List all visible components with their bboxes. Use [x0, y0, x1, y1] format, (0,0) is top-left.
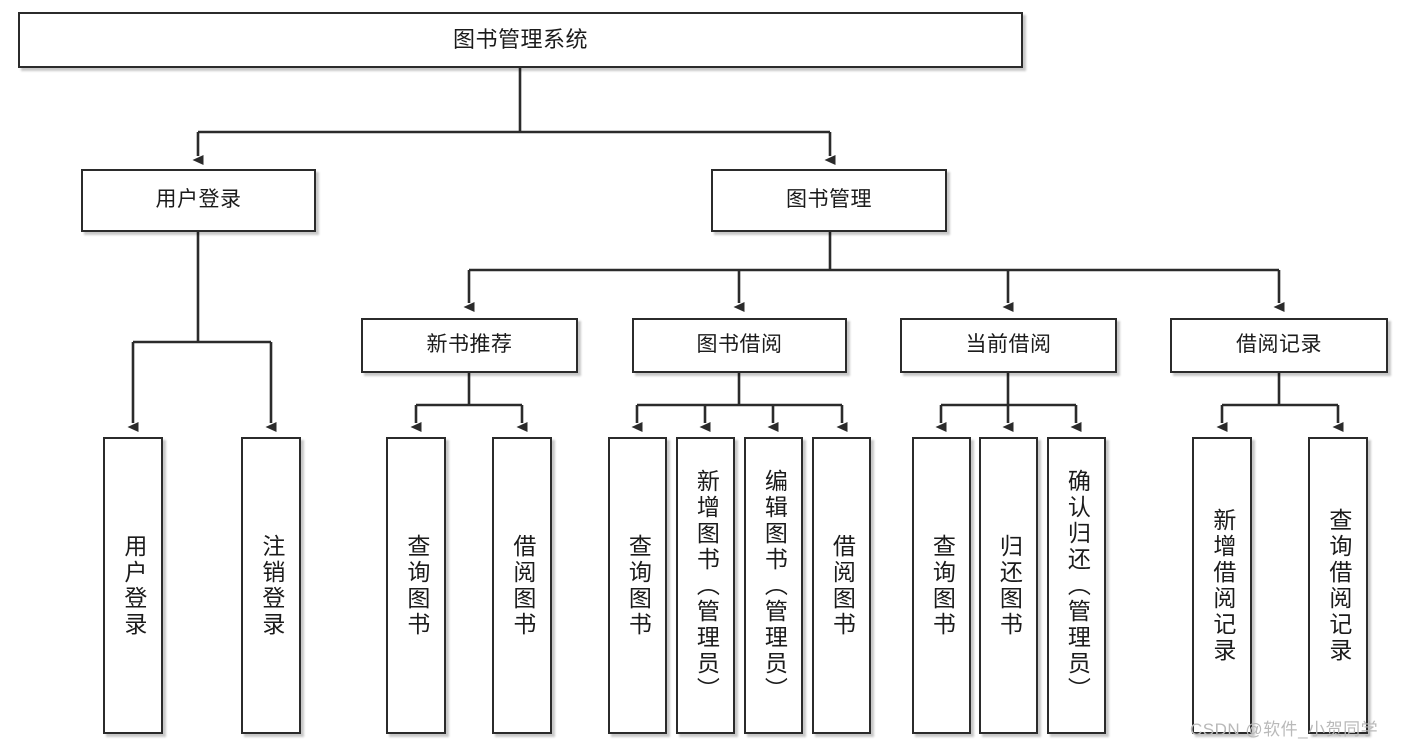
leaf-new-book-query[interactable]: 查询图书 [386, 437, 446, 734]
watermark: CSDN @软件_小贺同学 [1190, 720, 1379, 739]
node-book-management[interactable]: 图书管理 [711, 169, 947, 232]
node-label: 图书借阅 [696, 333, 783, 357]
node-label: 借阅记录 [1236, 333, 1322, 357]
node-label: 新增借阅记录 [1209, 507, 1236, 664]
node-label: 当前借阅 [965, 333, 1052, 357]
leaf-book-borrow-borrow[interactable]: 借阅图书 [812, 437, 871, 734]
leaf-book-borrow-edit[interactable]: 编辑图书（管理员） [744, 437, 803, 734]
node-label: 查询图书 [625, 533, 652, 638]
leaf-user-login[interactable]: 用户登录 [103, 437, 163, 734]
node-label: 查询借阅记录 [1325, 507, 1352, 664]
node-root-book-management-system[interactable]: 图书管理系统 [18, 12, 1023, 68]
node-label: 新书推荐 [426, 333, 513, 357]
node-label: 图书管理 [786, 188, 872, 212]
node-label: 编辑图书（管理员） [761, 468, 788, 703]
node-borrow-record[interactable]: 借阅记录 [1170, 318, 1388, 373]
leaf-current-borrow-return[interactable]: 归还图书 [979, 437, 1038, 734]
leaf-current-borrow-confirm[interactable]: 确认归还（管理员） [1047, 437, 1106, 734]
node-label: 图书管理系统 [452, 27, 588, 53]
node-user-login[interactable]: 用户登录 [81, 169, 316, 232]
node-label: 归还图书 [996, 533, 1023, 638]
leaf-logout[interactable]: 注销登录 [241, 437, 301, 734]
node-label: 借阅图书 [509, 533, 536, 638]
leaf-borrow-record-add[interactable]: 新增借阅记录 [1192, 437, 1252, 734]
node-label: 用户登录 [120, 533, 147, 638]
node-book-borrow[interactable]: 图书借阅 [632, 318, 847, 373]
node-label: 查询图书 [403, 533, 430, 638]
node-label: 注销登录 [258, 533, 285, 638]
node-new-book-recommend[interactable]: 新书推荐 [361, 318, 578, 373]
node-label: 借阅图书 [829, 533, 856, 638]
leaf-book-borrow-query[interactable]: 查询图书 [608, 437, 667, 734]
leaf-book-borrow-add[interactable]: 新增图书（管理员） [676, 437, 735, 734]
leaf-new-book-borrow[interactable]: 借阅图书 [492, 437, 552, 734]
node-label: 确认归还（管理员） [1064, 468, 1091, 703]
node-label: 新增图书（管理员） [693, 468, 720, 703]
node-current-borrow[interactable]: 当前借阅 [900, 318, 1117, 373]
leaf-current-borrow-query[interactable]: 查询图书 [912, 437, 971, 734]
node-label: 查询图书 [929, 533, 956, 638]
node-label: 用户登录 [155, 188, 242, 212]
leaf-borrow-record-query[interactable]: 查询借阅记录 [1308, 437, 1368, 734]
